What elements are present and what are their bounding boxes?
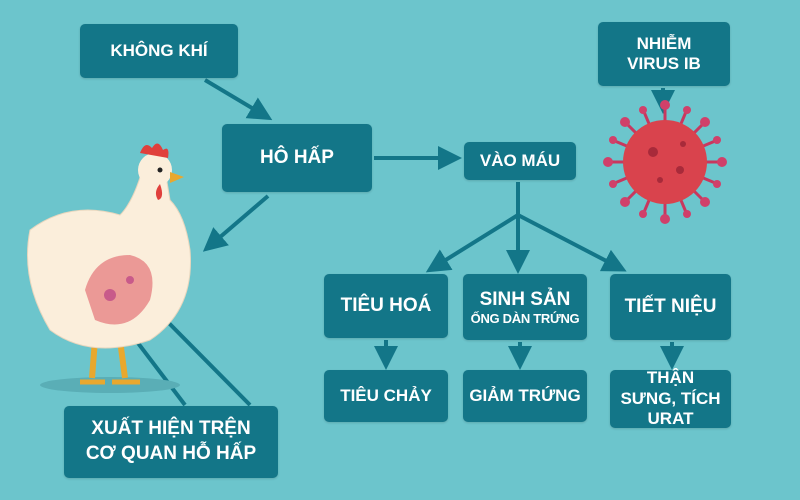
node-blood: VÀO MÁU <box>464 142 576 180</box>
node-infection-label: NHIỄM VIRUS IB <box>627 34 701 73</box>
node-kidney-label: THẬN SƯNG, TÍCH URAT <box>620 368 721 429</box>
arrow-to-urinary <box>517 213 627 272</box>
arrow-to-digestive <box>425 213 520 273</box>
virus-illustration <box>603 100 727 224</box>
node-lesion: XUẤT HIỆN TRỆN CƠ QUAN HỖ HẤP <box>64 406 278 478</box>
node-digestive: TIÊU HOÁ <box>324 274 448 338</box>
chicken-illustration <box>27 143 191 393</box>
node-digestive-label: TIÊU HOÁ <box>340 295 432 316</box>
node-blood-label: VÀO MÁU <box>479 151 561 170</box>
node-air-label: KHÔNG KHÍ <box>110 41 208 60</box>
node-diarrhea-label: TIÊU CHẢY <box>340 386 432 405</box>
node-reproductive-sublabel: ỐNG DÀN TRỨNG <box>470 310 580 326</box>
node-urinary: TIẾT NIỆU <box>610 274 731 340</box>
node-egg-drop: GIẢM TRỨNG <box>463 370 587 422</box>
node-respiratory-label: HÔ HẤP <box>260 147 334 168</box>
node-respiratory: HÔ HẤP <box>222 124 372 192</box>
node-egg-drop-label: GIẢM TRỨNG <box>469 386 581 405</box>
node-air: KHÔNG KHÍ <box>80 24 238 78</box>
arrow-respiratory-chicken <box>202 194 270 252</box>
node-urinary-label: TIẾT NIỆU <box>624 296 717 317</box>
arrow-air-respiratory <box>203 78 273 121</box>
node-reproductive-label: SINH SẢN <box>479 288 571 310</box>
node-lesion-label: XUẤT HIỆN TRỆN CƠ QUAN HỖ HẤP <box>85 418 257 464</box>
node-kidney: THẬN SƯNG, TÍCH URAT <box>610 368 731 429</box>
node-diarrhea: TIÊU CHẢY <box>324 370 448 422</box>
node-infection: NHIỄM VIRUS IB <box>598 22 730 86</box>
arrows <box>114 78 684 407</box>
